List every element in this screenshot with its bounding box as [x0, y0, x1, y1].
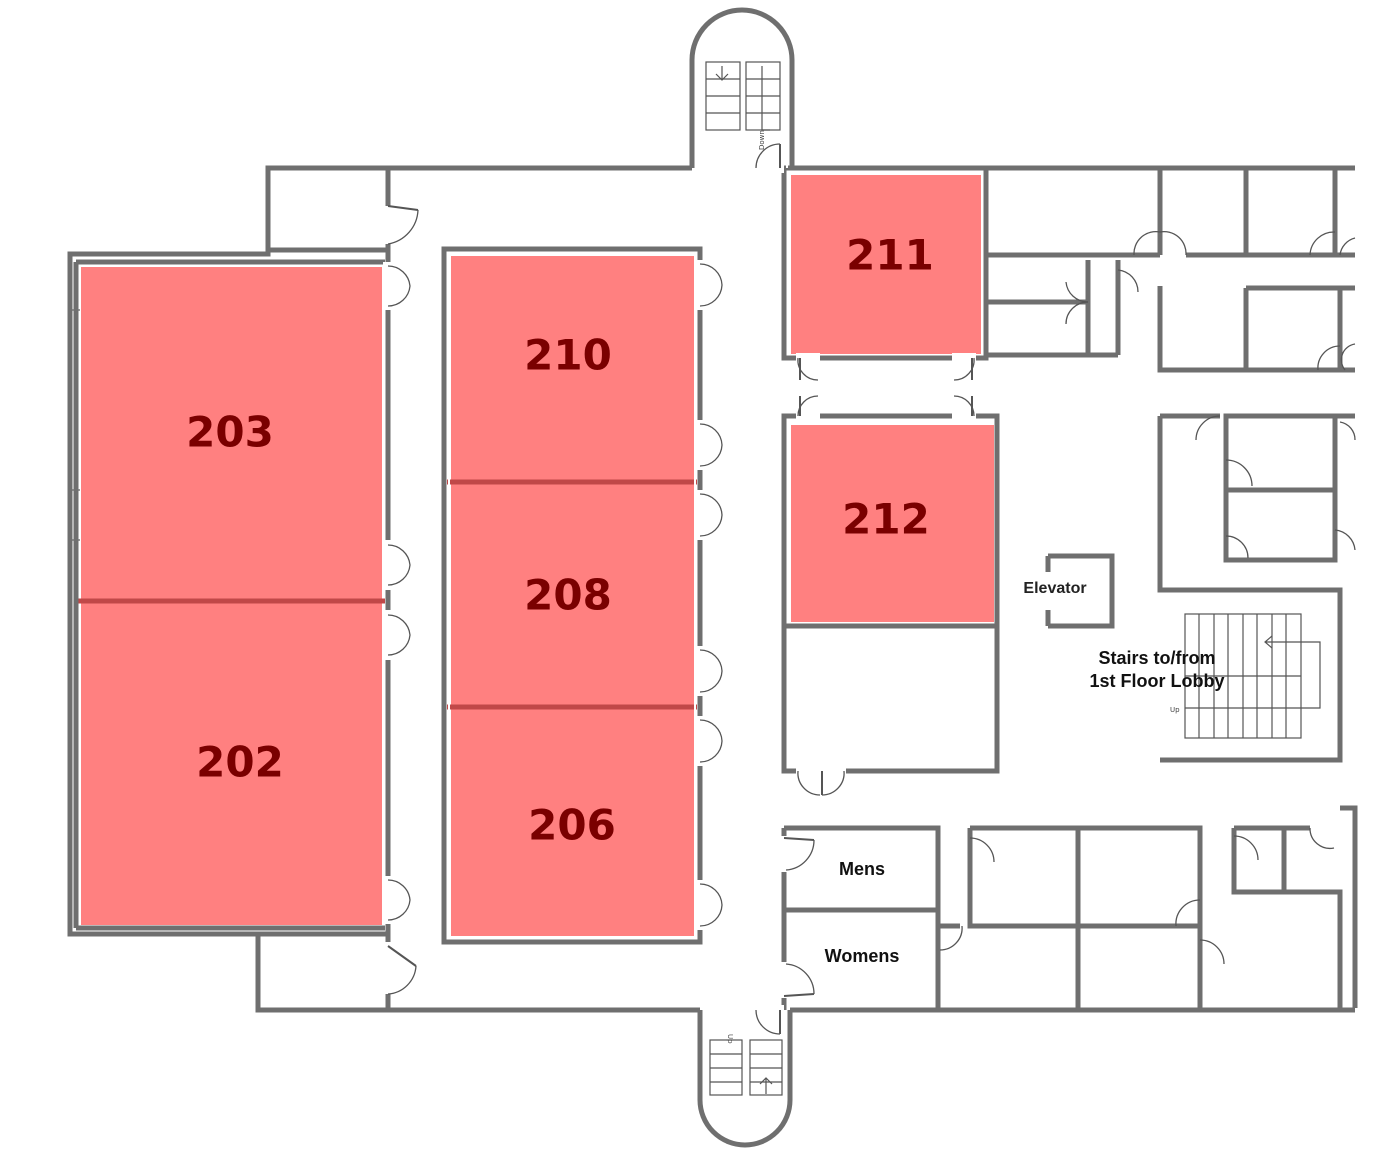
door [752, 143, 784, 173]
room-202[interactable] [79, 600, 384, 927]
mens-label: Mens [839, 859, 885, 879]
room-203-label: 203 [186, 408, 274, 457]
area-labels: Elevator Stairs to/from 1st Floor Lobby … [825, 580, 1225, 966]
room-203[interactable] [79, 265, 384, 602]
door [952, 353, 976, 381]
door [695, 880, 723, 930]
door [383, 610, 411, 660]
up-label-lobby: Up [1170, 706, 1180, 714]
highlighted-rooms [78, 173, 996, 939]
door [779, 962, 815, 998]
door [1317, 343, 1356, 371]
door [1195, 415, 1356, 559]
door [796, 353, 820, 381]
door [383, 540, 411, 590]
door [1133, 230, 1187, 256]
doors [383, 143, 1356, 1035]
door [695, 420, 723, 470]
walls [67, 7, 1358, 1148]
stairs-top: Down [705, 61, 781, 150]
door [695, 646, 723, 696]
stairs-bottom: Up [709, 1034, 783, 1096]
stairs-lobby: Up [1170, 613, 1321, 739]
door [383, 942, 417, 995]
door [752, 1005, 784, 1035]
room-211-label: 211 [846, 231, 934, 280]
door [695, 716, 723, 766]
elevator-label: Elevator [1023, 580, 1086, 597]
up-label-bottom: Up [726, 1034, 734, 1044]
room-labels: 203 202 210 208 206 211 212 [186, 231, 934, 850]
stairs-label-line2: 1st Floor Lobby [1090, 671, 1225, 691]
door [796, 766, 846, 796]
door [383, 205, 419, 245]
door [796, 395, 820, 421]
room-208[interactable] [449, 482, 696, 708]
door [939, 827, 1335, 965]
door [695, 490, 723, 540]
room-206[interactable] [449, 706, 696, 939]
womens-label: Womens [825, 946, 900, 966]
door [1309, 231, 1356, 256]
door [383, 876, 411, 924]
room-212[interactable] [789, 423, 996, 624]
door [1065, 269, 1139, 325]
door [695, 260, 723, 310]
room-212-label: 212 [842, 495, 930, 544]
room-210-label: 210 [524, 331, 612, 380]
room-202-label: 202 [196, 738, 284, 787]
door [383, 262, 411, 310]
room-211[interactable] [789, 173, 983, 356]
door [952, 395, 976, 421]
room-206-label: 206 [528, 801, 616, 850]
down-label: Down [758, 130, 766, 150]
room-208-label: 208 [524, 571, 612, 620]
door [779, 836, 815, 872]
stairs-label-line1: Stairs to/from [1098, 648, 1215, 668]
